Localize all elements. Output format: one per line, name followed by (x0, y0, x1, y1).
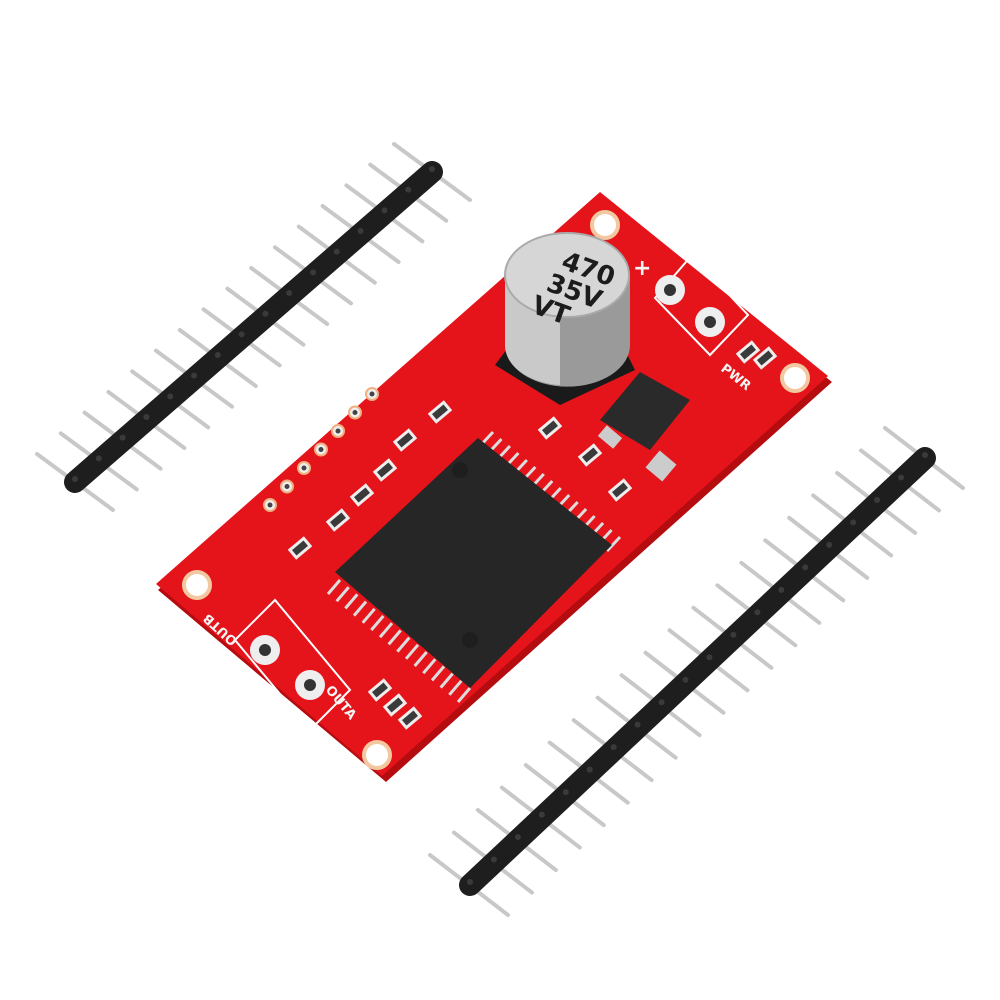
header-segment (802, 564, 809, 571)
header-segment (826, 541, 833, 548)
voltage-regulator (597, 372, 690, 482)
header-segment (730, 631, 737, 638)
header-segment (119, 434, 126, 441)
chip-pin (378, 622, 394, 639)
header-segment (262, 310, 269, 317)
header-segment (778, 586, 785, 593)
header-segment (429, 166, 435, 172)
header-pad-hole (301, 465, 307, 471)
header-segment (538, 811, 545, 818)
chip-pin (448, 679, 463, 696)
header-pad-hole (335, 428, 341, 434)
mounting-hole (780, 363, 810, 393)
chip-pin (326, 579, 342, 595)
smd-resistor (752, 346, 778, 370)
header-segment (167, 393, 174, 400)
mounting-hole (590, 210, 620, 240)
header-segment (238, 331, 245, 338)
pin-header-left (35, 142, 472, 512)
header-segment (191, 372, 197, 379)
header-segment (490, 856, 497, 863)
smd-resistor (382, 693, 408, 717)
chip-pin (404, 643, 420, 660)
header-pad-hole (352, 410, 358, 415)
chip-pin (605, 535, 622, 553)
smd-resistor (372, 458, 398, 482)
capacitor-top (504, 232, 630, 318)
smd-resistor (367, 678, 393, 702)
smd-resistor (427, 400, 453, 424)
header-segment (514, 834, 521, 841)
driver-chip (326, 430, 622, 703)
header-pad-hole (318, 447, 324, 452)
pcb-board: + PWR OUTB OUTA 470 (156, 192, 832, 782)
header-pad-hole (267, 502, 273, 508)
chip-pin (352, 600, 368, 617)
smd-resistor (607, 478, 633, 502)
smd-resistor (392, 428, 418, 452)
plus-label: + (633, 256, 651, 281)
header-segment (95, 455, 102, 462)
chip-pin (396, 636, 411, 653)
header-segment (310, 269, 316, 276)
regulator-body (600, 372, 690, 450)
header-segment (850, 519, 857, 526)
chip-pin (422, 658, 437, 675)
electrolytic-capacitor: 470 35V VT (495, 232, 635, 405)
chip-dimple (452, 462, 468, 478)
smd-resistor (735, 340, 761, 364)
header-segment (922, 452, 928, 458)
regulator-tab (645, 450, 677, 482)
chip-pin (439, 672, 454, 689)
smd-resistor (397, 706, 423, 730)
smd-resistor (287, 536, 313, 560)
chip-dimple (462, 632, 478, 648)
smd-resistor (537, 416, 563, 440)
chip-body (335, 438, 612, 688)
terminal-outline (233, 598, 352, 732)
header-segment (333, 248, 340, 255)
header-segment (72, 476, 78, 482)
header-segment (586, 766, 593, 773)
header-segment (898, 474, 905, 481)
chip-pin (413, 651, 428, 667)
header-segment (874, 496, 881, 503)
header-segment (562, 789, 569, 796)
power-terminal: + PWR (633, 253, 753, 394)
header-pad-row (263, 387, 379, 512)
header-pad-hole (369, 391, 375, 397)
pin-header-right (428, 426, 965, 917)
header-pad-hole (284, 484, 290, 489)
chip-pin (430, 665, 446, 682)
chip-pin (361, 607, 376, 624)
header-segment (381, 207, 388, 214)
header-segment (467, 879, 473, 885)
header-segment (706, 654, 713, 661)
smd-resistor (349, 483, 375, 507)
header-segment (286, 290, 293, 296)
header-segment (658, 699, 665, 706)
header-segment (143, 414, 150, 420)
chip-pin (344, 593, 359, 610)
regulator-lead (597, 425, 623, 449)
header-segment (610, 744, 617, 751)
mounting-hole (362, 740, 392, 770)
smd-components (287, 340, 778, 730)
smd-resistor (577, 443, 603, 467)
header-segment (682, 676, 689, 683)
header-body (64, 161, 443, 493)
chip-pin (335, 586, 350, 603)
header-segment (405, 186, 412, 193)
header-segment (634, 721, 641, 728)
smd-resistor (325, 508, 351, 532)
header-body (459, 447, 936, 896)
header-segment (214, 352, 221, 358)
mounting-hole (182, 570, 212, 600)
chip-pin (370, 615, 385, 631)
chip-pin (387, 629, 402, 646)
header-segment (754, 609, 761, 616)
header-segment (357, 228, 364, 234)
chip-pin (456, 687, 472, 703)
